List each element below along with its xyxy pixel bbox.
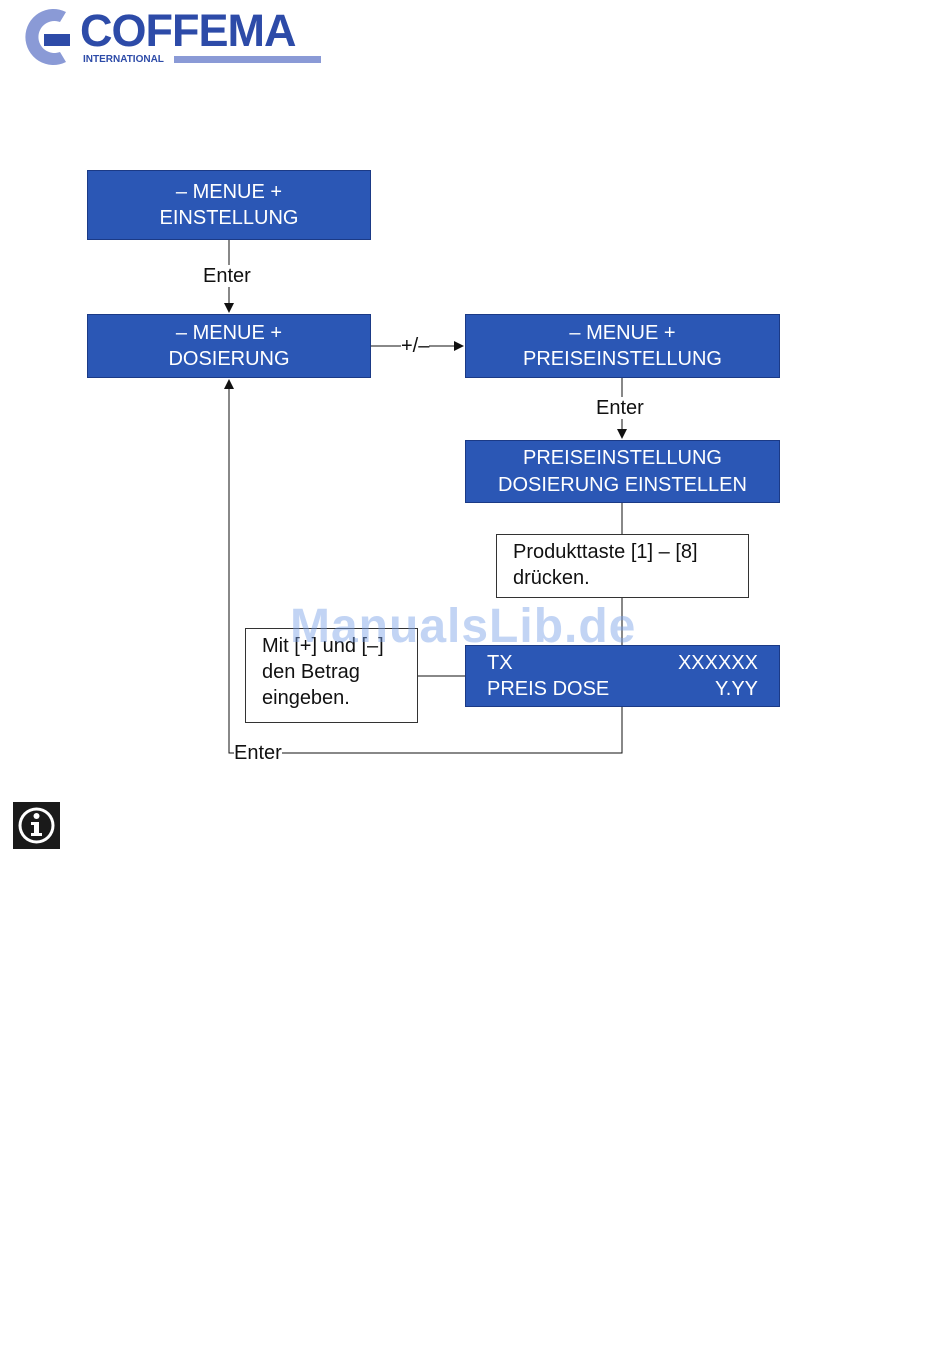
menu-dosing-line2: DOSIERUNG bbox=[88, 346, 370, 373]
edge-label-enter-1: Enter bbox=[203, 265, 251, 287]
menu-dosing-box: – MENUE + DOSIERUNG bbox=[87, 314, 371, 378]
display-row2-right: Y.YY bbox=[715, 676, 758, 703]
product-key-line1: Produkttaste [1] – [8] bbox=[513, 539, 748, 565]
display-row2-left: PREIS DOSE bbox=[487, 676, 609, 703]
info-icon bbox=[13, 802, 60, 849]
display-row-2: PREIS DOSE Y.YY bbox=[466, 676, 779, 703]
edge-label-enter-2: Enter bbox=[596, 397, 644, 419]
display-row1-right: XXXXXX bbox=[678, 650, 758, 677]
menu-settings-line2: EINSTELLUNG bbox=[88, 205, 370, 232]
product-key-line2: drücken. bbox=[513, 565, 748, 591]
menu-price-line2: PREISEINSTELLUNG bbox=[466, 346, 779, 373]
amount-note-line3: eingeben. bbox=[262, 685, 417, 711]
price-dosing-box: PREISEINSTELLUNG DOSIERUNG EINSTELLEN bbox=[465, 440, 780, 503]
price-display-box: TX XXXXXX PREIS DOSE Y.YY bbox=[465, 645, 780, 707]
menu-settings-line1: – MENUE + bbox=[88, 179, 370, 206]
price-dosing-line2: DOSIERUNG EINSTELLEN bbox=[466, 472, 779, 499]
menu-price-box: – MENUE + PREISEINSTELLUNG bbox=[465, 314, 780, 378]
edge-label-enter-back: Enter bbox=[234, 742, 282, 764]
amount-note-line2: den Betrag bbox=[262, 659, 417, 685]
menu-dosing-line1: – MENUE + bbox=[88, 320, 370, 347]
menu-price-line1: – MENUE + bbox=[466, 320, 779, 347]
product-key-note: Produkttaste [1] – [8] drücken. bbox=[496, 534, 749, 598]
watermark: ManualsLib.de bbox=[290, 600, 636, 654]
price-dosing-line1: PREISEINSTELLUNG bbox=[466, 445, 779, 472]
menu-settings-box: – MENUE + EINSTELLUNG bbox=[87, 170, 371, 240]
edge-label-plus-minus: +/– bbox=[401, 335, 429, 357]
